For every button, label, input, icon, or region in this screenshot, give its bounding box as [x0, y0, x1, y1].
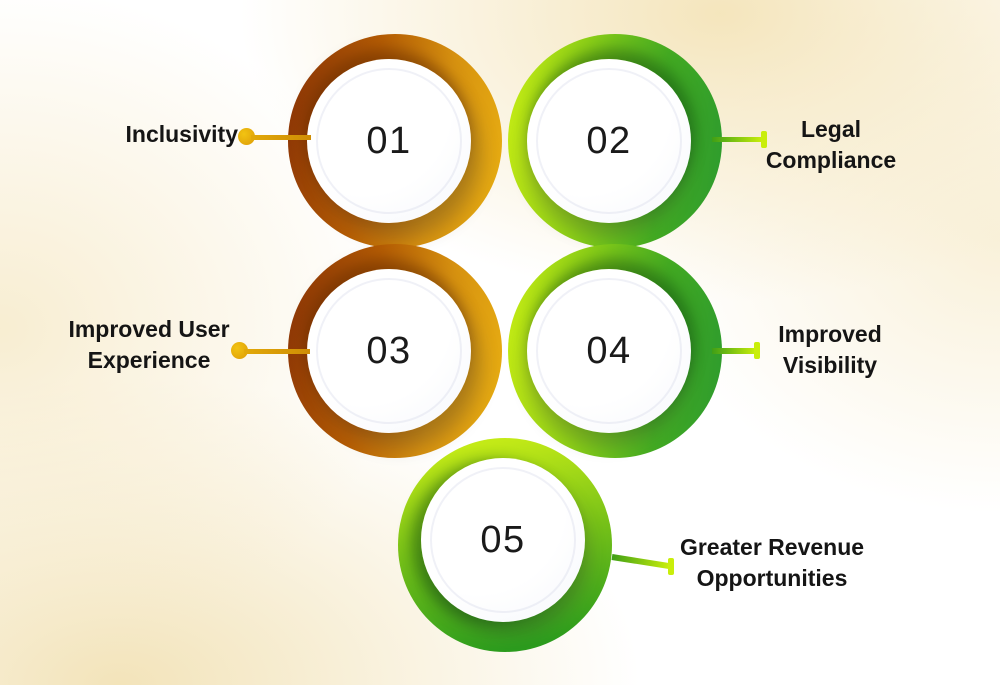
step-node-01: 01: [288, 34, 502, 248]
step-number-03: 03: [366, 329, 412, 372]
connector-line-03: [244, 348, 310, 354]
step-number-04: 04: [586, 329, 632, 372]
connector-endbar-05: [668, 558, 674, 575]
step-label-improved-visibility: Improved Visibility: [778, 321, 882, 378]
connector-line-04: [712, 348, 756, 354]
step-node-03: 03: [288, 244, 502, 458]
step-number-02: 02: [586, 119, 632, 162]
connector-endbar-04: [754, 342, 760, 359]
step-node-05: 05: [398, 438, 612, 652]
step-label-greater-revenue-opportunities: Greater Revenue Opportunities: [679, 534, 865, 591]
step-disc-02: 02: [527, 59, 691, 223]
step-disc-01: 01: [307, 59, 471, 223]
step-disc-03: 03: [307, 269, 471, 433]
step-disc-05: 05: [421, 458, 585, 622]
step-node-02: 02: [508, 34, 722, 248]
connector-endbar-02: [761, 130, 767, 148]
step-label-legal-compliance: Legal Compliance: [765, 116, 897, 173]
step-node-04: 04: [508, 244, 722, 458]
connector-dot-03: [231, 342, 248, 359]
step-label-inclusivity: Inclusivity: [125, 121, 238, 147]
step-number-01: 01: [366, 119, 412, 162]
step-label-improved-user-experience: Improved User Experience: [68, 316, 230, 373]
step-number-05: 05: [480, 518, 526, 561]
connector-line-01: [251, 134, 311, 140]
step-disc-04: 04: [527, 269, 691, 433]
connector-line-02: [712, 136, 762, 142]
connector-dot-01: [238, 128, 255, 145]
